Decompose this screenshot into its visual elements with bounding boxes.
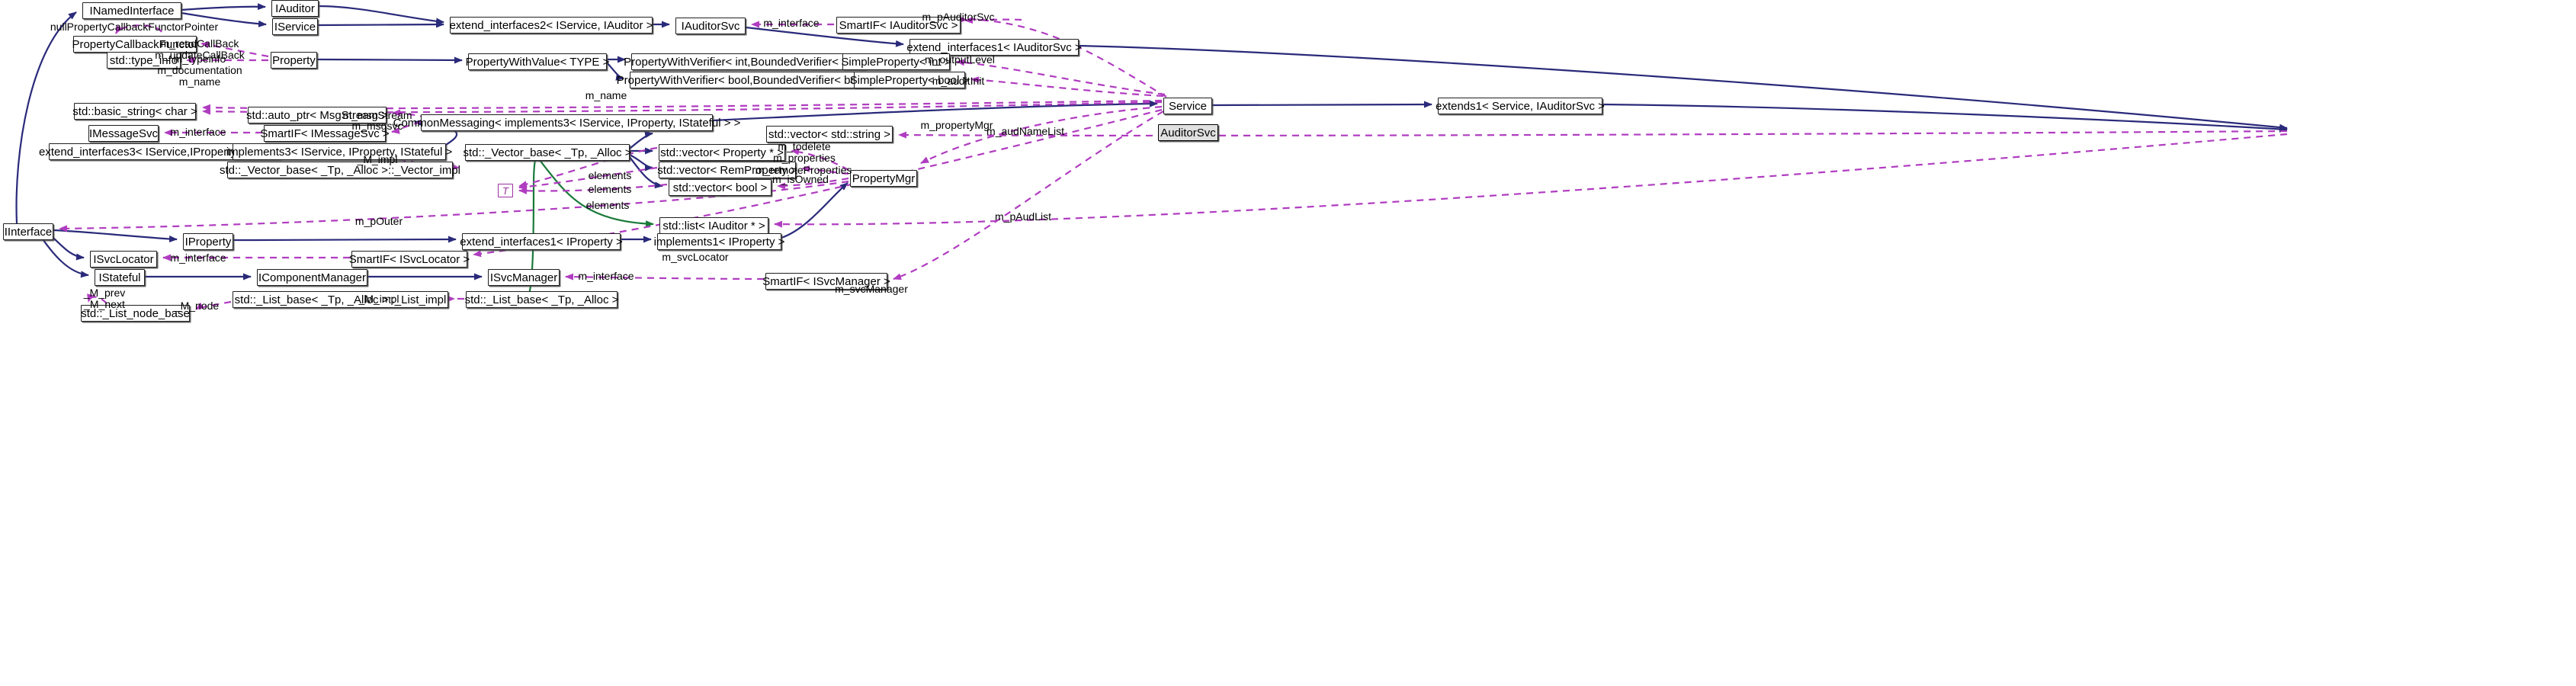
class-node-istateful[interactable]: IStateful [95,269,145,286]
class-node-iservice[interactable]: IService [272,18,318,35]
class-node-t[interactable]: T [498,184,513,197]
class-node-service[interactable]: Service [1163,98,1212,114]
class-node-smartif-isvcmanager[interactable]: SmartIF< ISvcManager > [762,273,890,290]
class-node-iauditor[interactable]: IAuditor [271,0,319,17]
class-node-imessagesvc[interactable]: IMessageSvc [88,125,159,142]
edge-label--m-impl: _M_impl [358,293,399,305]
class-node-std-vector-base-tp-alloc-vector-impl[interactable]: std::_Vector_base< _Tp, _Alloc >::_Vecto… [220,162,460,178]
edge-label-m-todelete: m_todelete m_properties [773,140,836,165]
class-node-iinterface[interactable]: IInterface [3,223,53,240]
class-node-simpleproperty-int[interactable]: SimpleProperty< int > [841,53,951,70]
edge-label-m-name: m_name [585,89,627,101]
class-node-propertymgr[interactable]: PropertyMgr [850,170,917,187]
class-node-implements1-iproperty[interactable]: implements1< IProperty > [654,233,784,250]
edge-label-elements: elements [588,183,632,195]
class-node-std-basic-string-char[interactable]: std::basic_string< char > [72,103,197,120]
edge-label-m-outputlevel: m_outputLevel [925,53,995,66]
edge-label-m-interface: m_interface [170,252,226,264]
class-node-smartif-isvclocator[interactable]: SmartIF< ISvcLocator > [349,251,470,268]
edge-label--m-node: _M_node [174,300,220,312]
edge-label-m-interface: m_interface [170,126,226,138]
class-node-iauditorsvc[interactable]: IAuditorSvc [675,18,746,34]
class-node-std-vector-property[interactable]: std::vector< Property * > [659,144,785,161]
edge-label-m-pouter: m_pOuter [354,215,403,227]
class-node-std-vector-base-tp-alloc[interactable]: std::_Vector_base< _Tp, _Alloc > [464,144,632,161]
class-node-property[interactable]: Property [271,52,317,69]
class-node-smartif-imessagesvc[interactable]: SmartIF< IMessageSvc > [260,125,390,142]
class-node-isvclocator[interactable]: ISvcLocator [90,251,157,268]
class-node-std-list-base-tp-alloc-list-impl[interactable]: std::_List_base< _Tp, _Alloc >::_List_im… [233,291,448,308]
class-node-inamedinterface[interactable]: INamedInterface [82,2,181,19]
edge-label-nullpropertycallbackfunctorpointer: nullPropertyCallbackFunctorPointer [50,21,219,33]
edge-label-m-msgsvc: m_msgsvc [351,120,403,132]
edge-label-elements: elements [588,169,632,181]
class-node-propertywithverifier-bool-boundedverifier-bool[interactable]: PropertyWithVerifier< bool,BoundedVerifi… [617,72,885,88]
edge-label-m-paudlist: m_pAudList [995,210,1051,223]
class-node-iproperty[interactable]: IProperty [183,233,233,250]
edge-label-m-pauditorsvc: m_pAuditorSvc [922,11,995,23]
edge-label-m-isowned: m_isOwned [772,173,829,185]
edge-label-m-propertymgr: m_propertyMgr [920,119,993,131]
edge-label-m-svcmanager: m_svcManager [835,283,908,295]
edge-label-m-interface: m_interface [763,17,820,29]
class-node-extends1-service-iauditorsvc[interactable]: extends1< Service, IAuditorSvc > [1436,98,1605,114]
edge-label-m-auditinit: m_auditInit [932,75,985,87]
class-node-implements3-iservice-iproperty-istateful[interactable]: implements3< IService, IProperty, IState… [226,143,452,160]
edge-label--m-impl: _M_impl [357,153,398,165]
class-node-icomponentmanager[interactable]: IComponentManager [257,269,367,286]
class-node-std-list-base-tp-alloc[interactable]: std::_List_base< _Tp, _Alloc > [465,291,618,308]
class-node-propertycallbackfunctor[interactable]: PropertyCallbackFunctor [72,36,198,53]
class-node-std-type-info[interactable]: std::type_info [107,52,181,69]
edge-label-m-typeinfo: m_typeinfo m_documentation m_name [157,53,242,88]
class-node-auditorsvc[interactable]: AuditorSvc [1158,124,1218,141]
edge-label--m-prev: _M_prev _M_next [83,287,126,311]
class-node-std-vector-bool[interactable]: std::vector< bool > [669,179,772,196]
class-node-isvcmanager[interactable]: ISvcManager [488,269,560,286]
class-node-propertywithverifier-int-boundedverifier-int[interactable]: PropertyWithVerifier< int,BoundedVerifie… [624,53,874,70]
class-node-propertywithvalue-type[interactable]: PropertyWithValue< TYPE > [466,53,609,70]
edge-label-m-audnamelist: m_audNameList [986,125,1064,137]
class-node-extend-interfaces1-iproperty[interactable]: extend_interfaces1< IProperty > [460,233,623,250]
class-node-commonmessaging-implements3-iservice-iproperty-istateful[interactable]: CommonMessaging< implements3< IService, … [393,114,740,131]
edge-label-elements: elements [585,199,630,211]
class-node-extend-interfaces2-iservice-iauditor[interactable]: extend_interfaces2< IService, IAuditor > [450,17,653,34]
class-node-std-list-node-base[interactable]: std::_List_node_base [81,305,190,322]
class-node-std-list-iauditor[interactable]: std::list< IAuditor * > [659,217,768,234]
edge-label-m-svclocator: m_svcLocator [662,251,729,263]
edge-label-m-interface: m_interface [578,270,634,282]
